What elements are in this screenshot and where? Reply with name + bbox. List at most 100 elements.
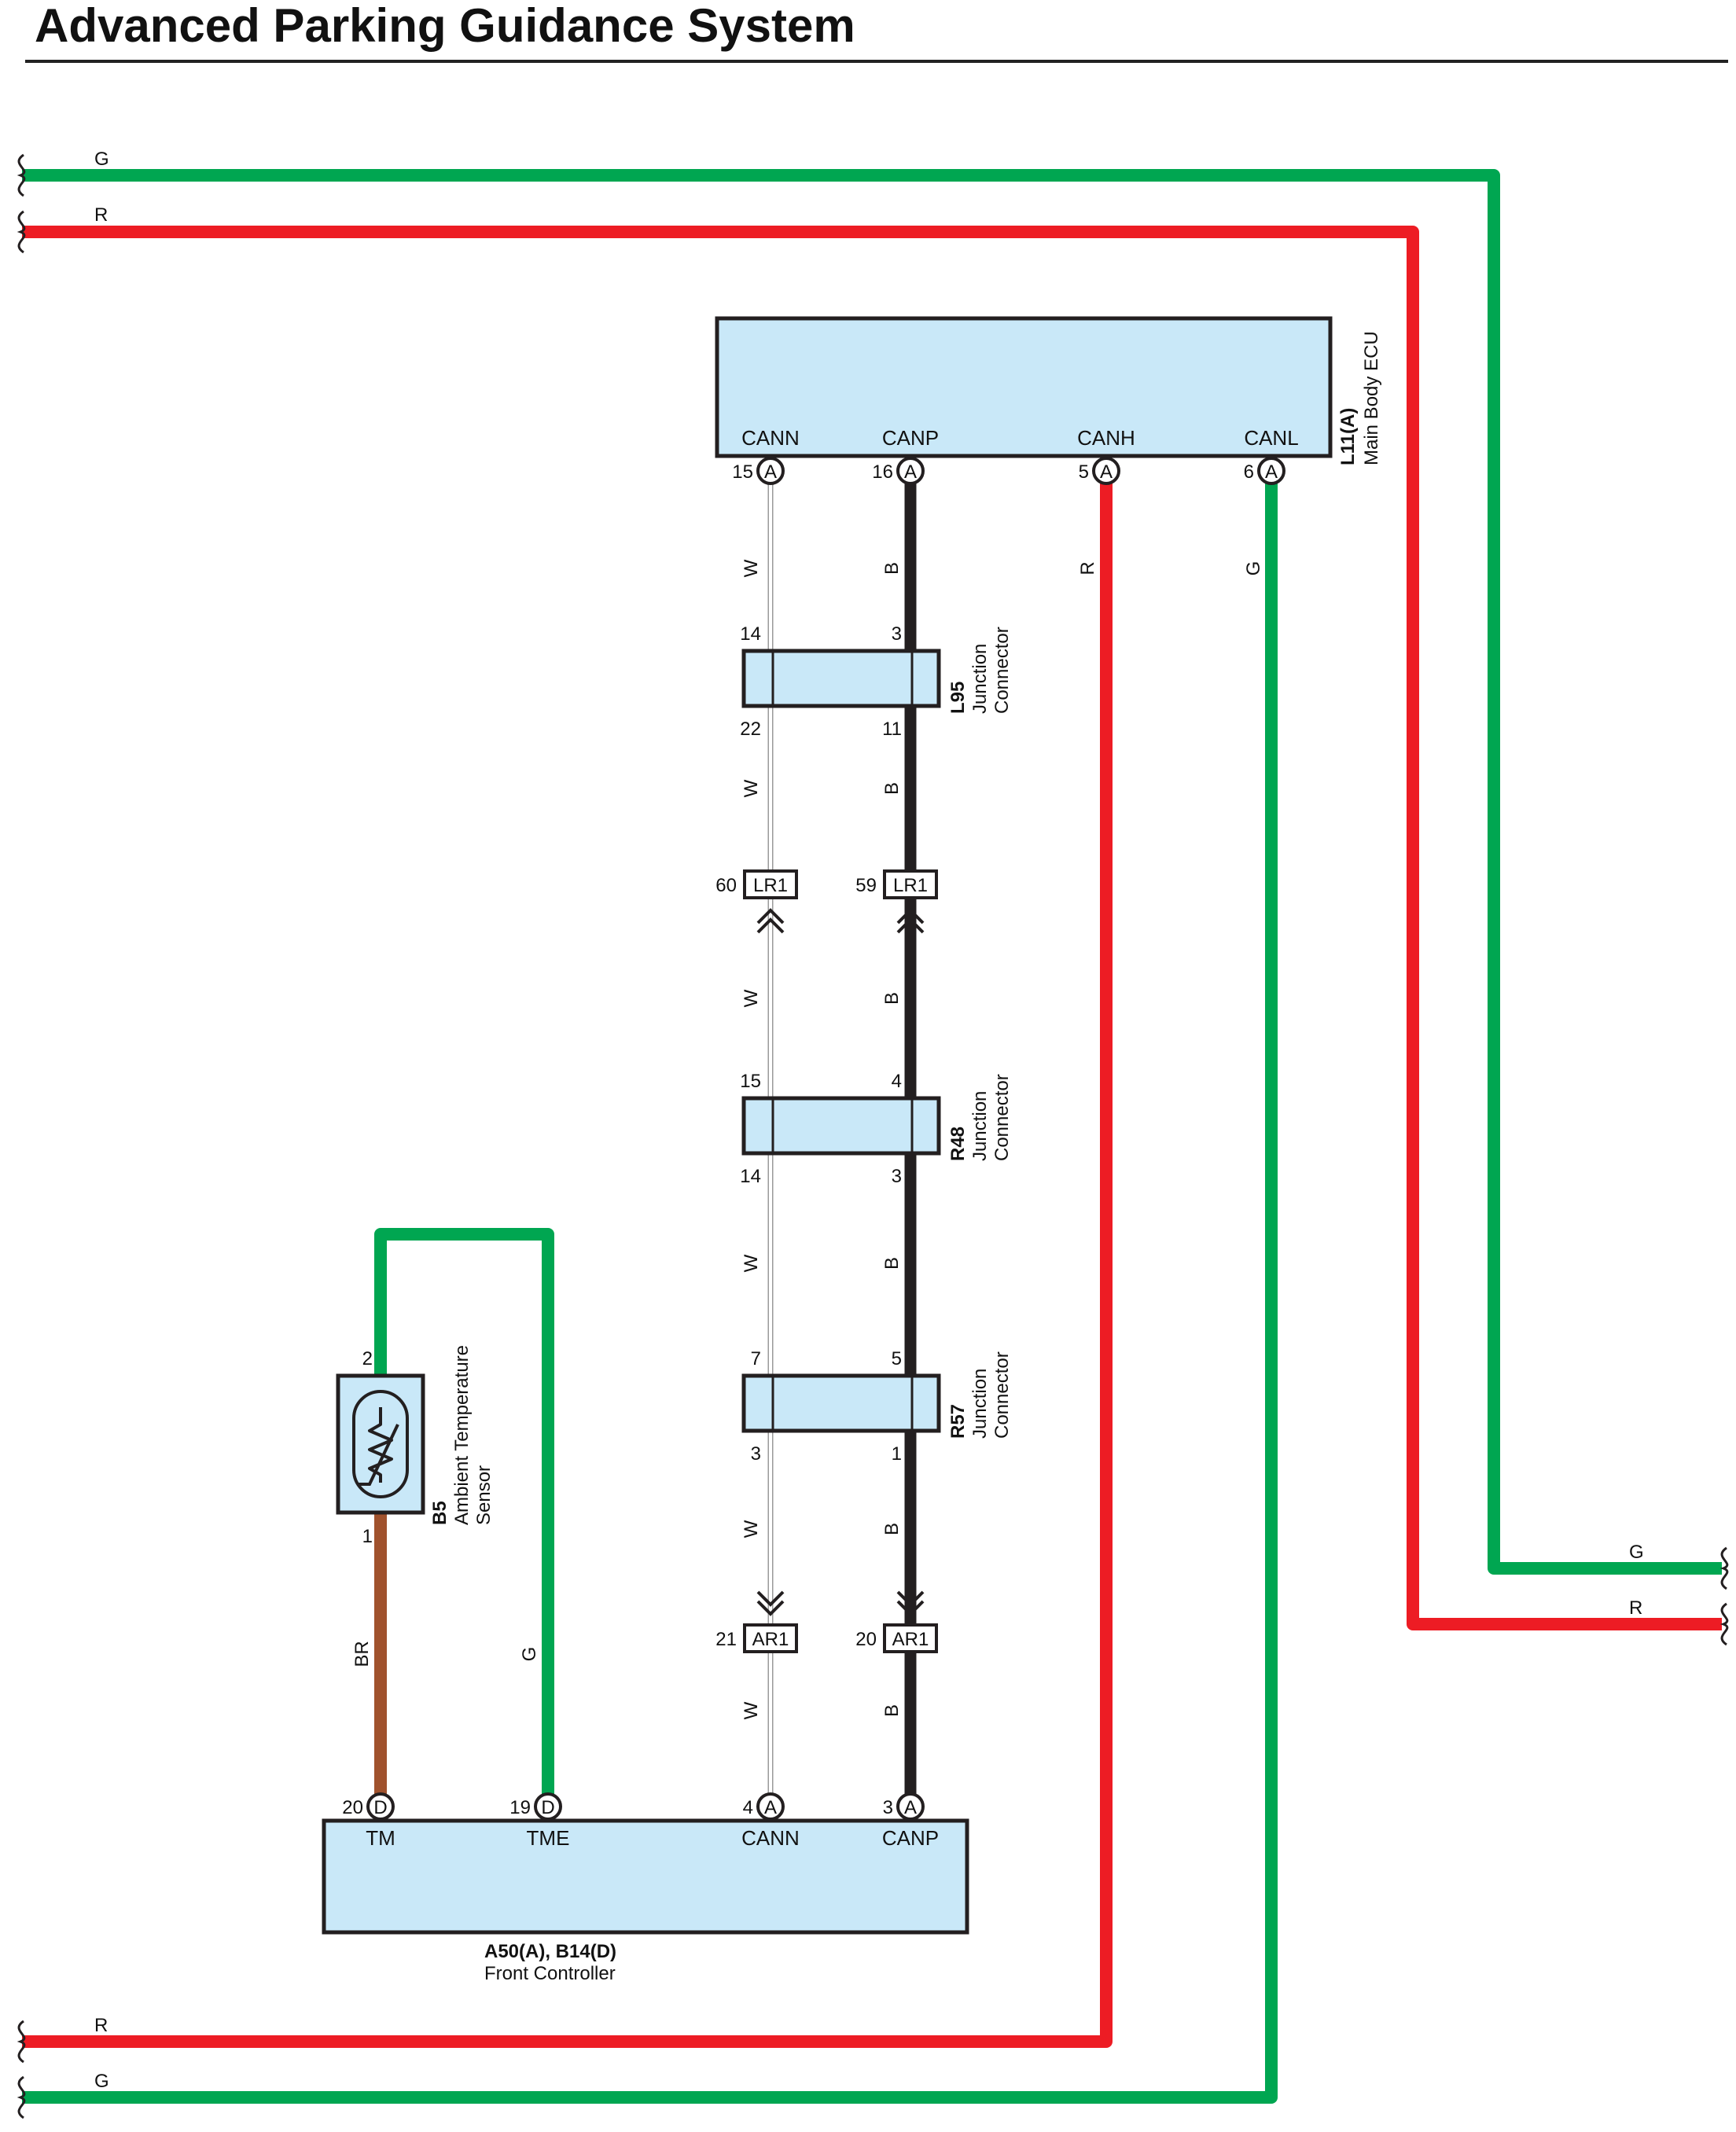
wire-code-w-5: W [741, 1520, 762, 1538]
controller-pin-tm-circle [366, 1792, 395, 1821]
controller-pin-tme-letter: D [541, 1797, 554, 1818]
wire-code-g-ecu: G [1243, 561, 1264, 576]
junction-r57-box [741, 1373, 941, 1433]
inline-lr1-59-number: 59 [855, 875, 877, 896]
wire-code-w-6: W [741, 1701, 762, 1719]
inline-lr1-60-box [743, 869, 798, 899]
inline-ar1-20-number: 20 [855, 1629, 877, 1650]
junction-r48-pin-right-bottom: 3 [892, 1166, 902, 1187]
wire-code-g-right: G [1629, 1542, 1644, 1563]
wire-code-r-top: R [94, 204, 108, 226]
junction-r57-pin-right-top: 5 [892, 1348, 902, 1369]
title-rule [25, 60, 1728, 63]
controller-code: A50(A), B14(D) [484, 1941, 616, 1962]
chevron-lr1-w-0 [756, 908, 785, 924]
junction-r48-code: R48 [947, 1127, 969, 1161]
chevron-lr1-b-1 [896, 917, 925, 934]
wire-code-w-3: W [741, 989, 762, 1007]
controller-terminal-cann: CANN [741, 1826, 800, 1850]
junction-r48-box [741, 1096, 941, 1156]
controller-pin-cann-letter: A [764, 1797, 777, 1818]
chevron-ar1-w-1 [756, 1590, 785, 1607]
chevron-ar1-w-0 [756, 1600, 785, 1616]
junction-r57-pin-left-bottom: 3 [751, 1443, 761, 1465]
ecu-pin-cann-circle [756, 457, 785, 485]
bus-green-top [22, 169, 1722, 1575]
ecu-pin-canh-circle [1092, 457, 1120, 485]
wire-code-b-2: B [881, 782, 903, 795]
bus-break-r2 [1719, 1602, 1729, 1646]
controller-terminal-tme: TME [527, 1826, 570, 1850]
bus-green-bottom [22, 476, 1278, 2104]
ecu-pin-canl-letter: A [1265, 461, 1278, 483]
controller-pin-canp-circle [896, 1792, 925, 1821]
page-title: Advanced Parking Guidance System [35, 0, 855, 52]
main-body-ecu-box [715, 316, 1333, 458]
wire-code-b-5: B [881, 1523, 903, 1535]
wire-code-b-4: B [881, 1257, 903, 1270]
sensor-pin-top: 2 [362, 1348, 373, 1369]
ecu-pin-canh-number: 5 [1079, 461, 1089, 483]
chevron-ar1-b-1 [896, 1590, 925, 1607]
wire-code-b-1: B [881, 562, 903, 575]
inline-ar1-21-label: AR1 [752, 1629, 789, 1650]
chevron-lr1-w-1 [756, 917, 785, 934]
sensor-code: B5 [429, 1501, 451, 1525]
ecu-terminal-canl: CANL [1244, 426, 1298, 450]
ecu-terminal-canh: CANH [1077, 426, 1135, 450]
junction-l95-pin-right-bottom: 11 [882, 719, 902, 740]
labels-layer: GRGRRGCANNA15CANPA16CANHA5CANLA6L11(A)Ma… [94, 149, 1644, 2092]
bus-red-top [22, 226, 1722, 1630]
inline-lr1-59-label: LR1 [893, 875, 928, 896]
junction-r57-pin-right-bottom: 1 [892, 1443, 902, 1465]
wire-code-b-6: B [881, 1704, 903, 1717]
controller-pin-tm-number: 20 [342, 1797, 363, 1818]
ecu-pin-canp-circle [896, 457, 925, 485]
controller-pin-cann-circle [756, 1792, 785, 1821]
components-layer [17, 153, 1729, 2119]
ecu-code: L11(A) [1337, 408, 1359, 465]
controller-pin-tme-number: 19 [509, 1797, 531, 1818]
wire-code-r-ecu: R [1077, 561, 1098, 575]
wire-code-b-3: B [881, 992, 903, 1005]
bus-break-g3 [17, 2075, 26, 2119]
sensor-name-1: Ambient Temperature [451, 1345, 473, 1525]
wire-code-r-bottom: R [94, 2015, 108, 2036]
bus-break-g1 [17, 153, 26, 197]
controller-pin-canp-letter: A [904, 1797, 917, 1818]
junction-l95-name-1: Junction [969, 644, 991, 714]
controller-terminal-tm: TM [366, 1826, 395, 1850]
bus-break-r1 [17, 210, 26, 254]
wire-code-br: BR [351, 1641, 373, 1667]
wire-code-g-bottom: G [94, 2071, 109, 2092]
wire-code-w-4: W [741, 1254, 762, 1272]
wire-code-r-right: R [1629, 1597, 1642, 1619]
junction-r48-pin-left-top: 15 [740, 1071, 761, 1092]
sensor-green-wire [374, 1228, 554, 1794]
junction-r48-pin-right-top: 4 [892, 1071, 902, 1092]
ecu-terminal-cann: CANN [741, 426, 800, 450]
junction-l95-pin-right-top: 3 [892, 623, 902, 645]
controller-pin-tme-circle [534, 1792, 562, 1821]
bus-red-bottom [22, 476, 1113, 2048]
inline-ar1-20-box [883, 1623, 938, 1653]
sensor-name-2: Sensor [473, 1465, 495, 1525]
bus-break-g2 [1719, 1546, 1729, 1590]
wire-code-w-1: W [741, 559, 762, 577]
junction-l95-pin-left-top: 14 [740, 623, 761, 645]
ecu-pin-canp-letter: A [904, 461, 917, 483]
thermistor-variable-icon [357, 1424, 399, 1486]
inline-ar1-20-label: AR1 [892, 1629, 929, 1650]
junction-r48-name-1: Junction [969, 1091, 991, 1161]
wire-code-g-sensor: G [519, 1647, 540, 1662]
inline-lr1-59-box [883, 869, 938, 899]
junction-l95-name-2: Connector [991, 627, 1013, 714]
junction-r48-pin-left-bottom: 14 [740, 1166, 761, 1187]
controller-pin-canp-number: 3 [883, 1797, 893, 1818]
ecu-pin-cann-letter: A [764, 461, 777, 483]
junction-r57-name-2: Connector [991, 1351, 1013, 1439]
bus-break-r3 [17, 2020, 26, 2064]
chevron-ar1-b-0 [896, 1600, 925, 1616]
ecu-pin-cann-number: 15 [732, 461, 753, 483]
ecu-name: Main Body ECU [1361, 331, 1382, 465]
